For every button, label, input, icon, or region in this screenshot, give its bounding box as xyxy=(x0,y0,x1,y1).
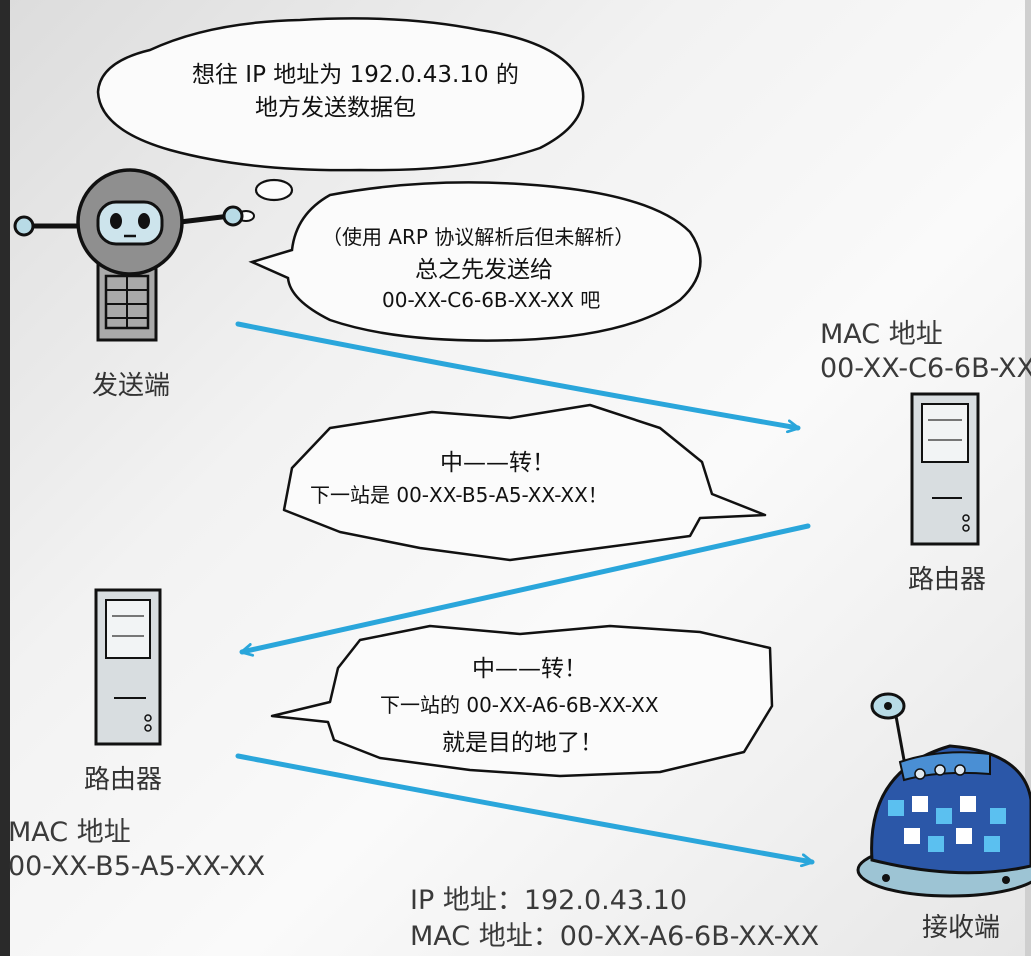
arrow-sender-to-router1 xyxy=(235,321,801,434)
router1-server-icon xyxy=(910,392,980,546)
arrow-router2-to-receiver xyxy=(235,753,815,868)
speech3-text-line1: 中——转！ xyxy=(472,656,587,682)
thought-text-line2: 地方发送数据包 xyxy=(255,95,416,121)
arrow-router1-to-router2 xyxy=(239,523,811,657)
receiver-label: 接收端 xyxy=(922,913,1000,943)
router2-mac-value: 00-XX-B5-A5-XX-XX xyxy=(8,851,266,882)
speech3-text-line3: 就是目的地了！ xyxy=(442,730,603,756)
sender-label: 发送端 xyxy=(92,371,170,401)
router1-mac-value: 00-XX-C6-6B-XX- xyxy=(820,353,1031,384)
photo-frame-edge-right xyxy=(1025,0,1031,956)
sender-robot-icon xyxy=(13,168,244,342)
router1-mac-title: MAC 地址 xyxy=(820,319,943,350)
speech2-text-line1: 中——转！ xyxy=(440,450,555,476)
thought-dot-large xyxy=(254,178,294,202)
receiver-mac-line: MAC 地址：00-XX-A6-6B-XX-XX xyxy=(410,921,820,952)
photo-frame-edge xyxy=(0,0,10,956)
thought-text-line1: 想往 IP 地址为 192.0.43.10 的 xyxy=(192,62,519,88)
speech-bubble-sender: （使用 ARP 协议解析后但未解析） 总之先发送给 00-XX-C6-6B-XX… xyxy=(248,181,702,342)
receiver-robot-icon xyxy=(856,692,1031,898)
speech1-text-line2: 总之先发送给 xyxy=(415,257,553,283)
speech3-text-line2: 下一站的 00-XX-A6-6B-XX-XX xyxy=(380,693,659,717)
speech1-text-line3: 00-XX-C6-6B-XX-XX 吧 xyxy=(382,288,600,312)
router2-label: 路由器 xyxy=(84,765,162,795)
router2-server-icon xyxy=(94,588,162,746)
speech-bubble-router1: 中——转！ 下一站是 00-XX-B5-A5-XX-XX！ xyxy=(282,403,767,562)
speech1-text-line1: （使用 ARP 协议解析后但未解析） xyxy=(322,225,634,249)
router2-mac-title: MAC 地址 xyxy=(8,817,131,848)
router1-label: 路由器 xyxy=(908,565,986,595)
receiver-ip-line: IP 地址：192.0.43.10 xyxy=(410,885,688,916)
speech-bubble-router2: 中——转！ 下一站的 00-XX-A6-6B-XX-XX 就是目的地了！ xyxy=(270,624,774,778)
thought-bubble: 想往 IP 地址为 192.0.43.10 的 地方发送数据包 xyxy=(96,17,585,222)
speech2-text-line2: 下一站是 00-XX-B5-A5-XX-XX！ xyxy=(310,483,608,507)
